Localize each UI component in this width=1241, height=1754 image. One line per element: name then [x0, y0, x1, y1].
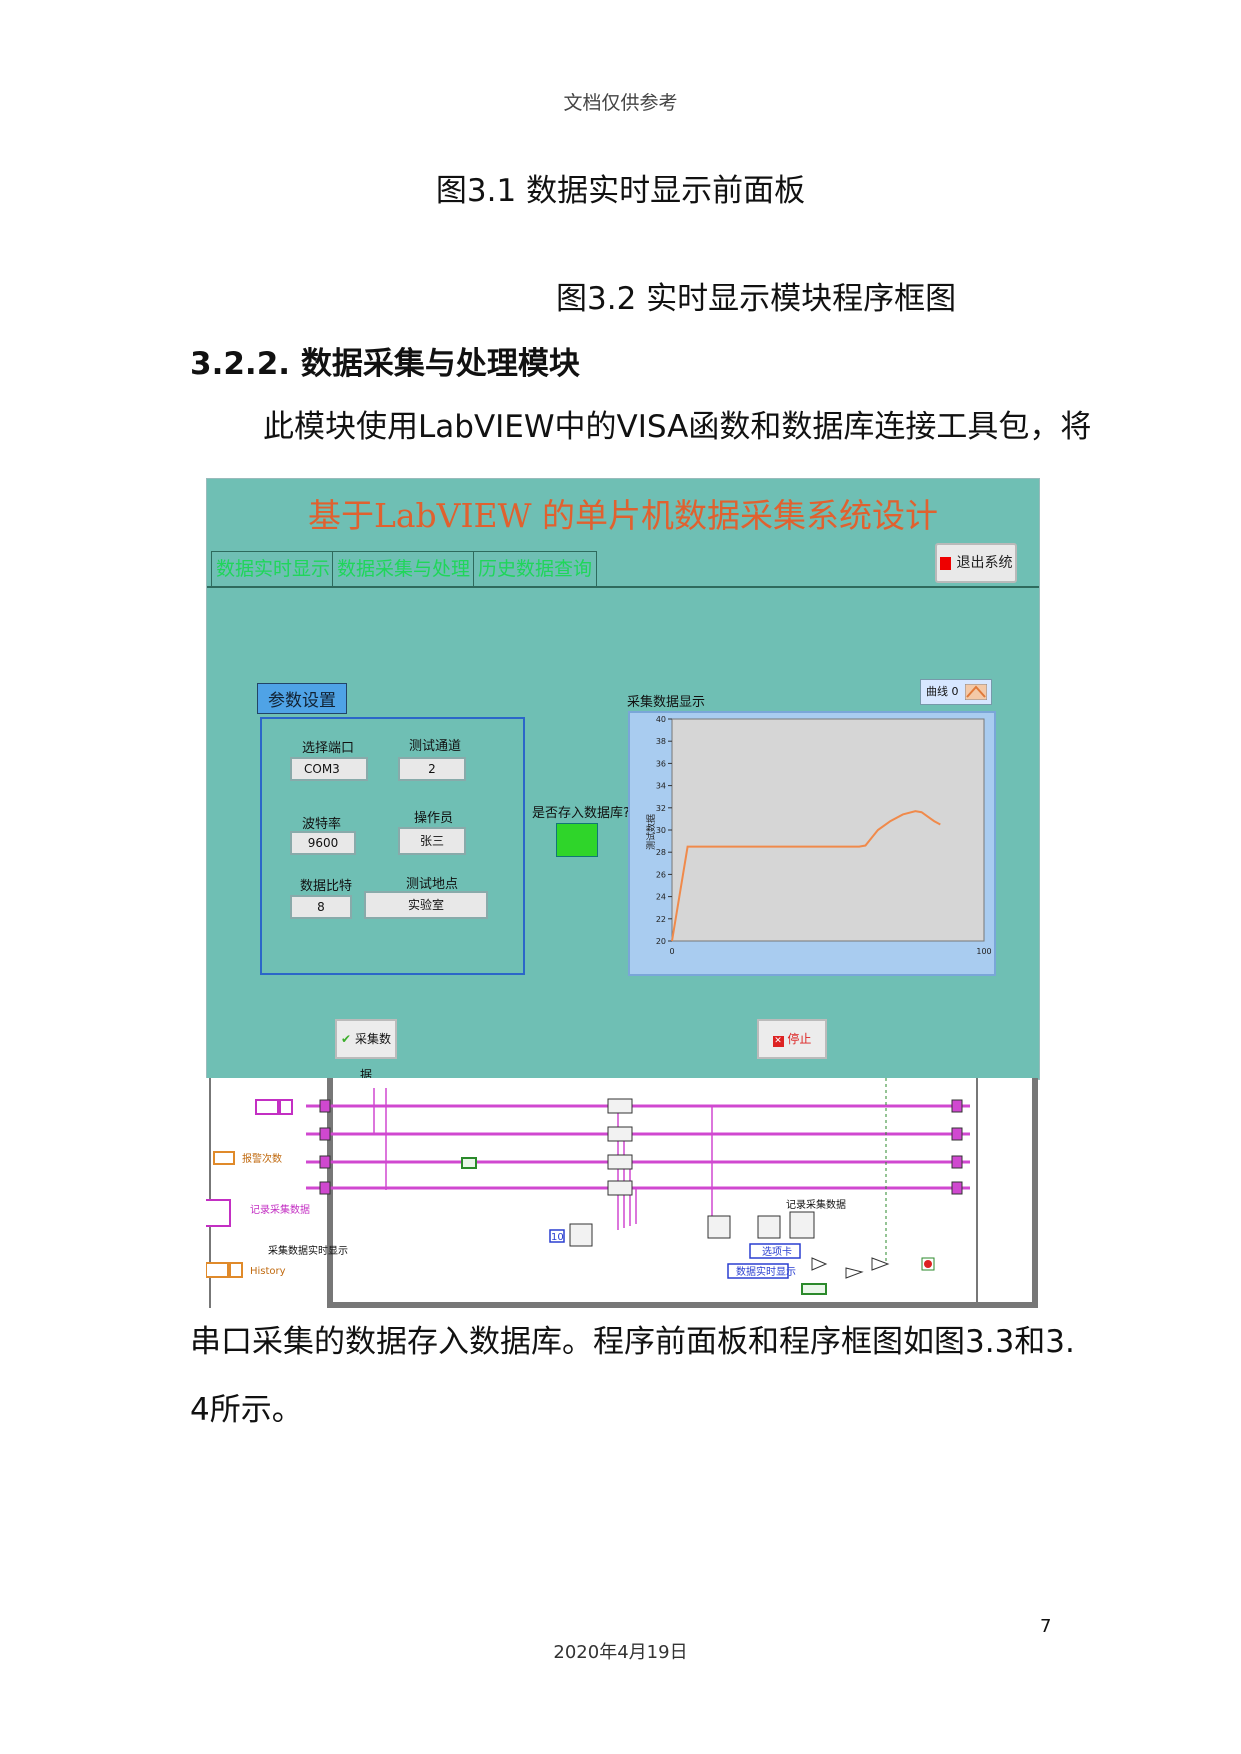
x-tick-label: 0 [669, 947, 674, 956]
y-tick-label: 20 [656, 937, 666, 946]
y-tick-label: 26 [656, 870, 666, 879]
y-tick-label: 32 [656, 804, 666, 813]
curve-icon [964, 683, 988, 701]
section-heading: 3.2.2. 数据采集与处理模块 [190, 346, 580, 382]
baud-field[interactable]: 9600 [290, 831, 356, 855]
tab-acquisition[interactable]: 数据采集与处理 [332, 551, 476, 586]
figure-caption-3-1: 图3.1 数据实时显示前面板 [435, 173, 806, 209]
check-icon: ✔ [341, 1032, 352, 1046]
plot-area [671, 718, 985, 942]
baud-label: 波特率 [302, 817, 342, 832]
panel-title: 基于LabVIEW 的单片机数据采集系统设计 [307, 496, 939, 535]
y-tick-label: 40 [656, 715, 666, 724]
stop-button-label: 停止 [787, 1032, 812, 1046]
series-line [671, 810, 941, 942]
page-number: 7 [1040, 1616, 1052, 1637]
tab-history[interactable]: 历史数据查询 [473, 551, 598, 586]
history-label: History [250, 1266, 286, 1277]
exit-button[interactable]: 退出系统 [935, 543, 1017, 583]
port-select[interactable]: COM3 [290, 757, 368, 781]
params-box: 选择端口 COM3 测试通道 2 波特率 9600 操作员 张三 数据比特 8 … [260, 717, 525, 975]
channel-label: 测试通道 [409, 739, 462, 754]
stop-button[interactable]: ✕ 停止 [757, 1019, 827, 1059]
paragraph-line-1: 此模块使用LabVIEW中的VISA函数和数据库连接工具包，将 [263, 409, 1092, 445]
record-data-label-2: 记录采集数据 [786, 1198, 846, 1211]
paragraph-line-3: 4所示。 [190, 1392, 303, 1428]
labview-front-panel: 基于LabVIEW 的单片机数据采集系统设计 数据实时显示 数据采集与处理 历史… [206, 478, 1040, 1082]
page-header: 文档仅供参考 [563, 92, 678, 114]
graph-frame: 20 22 24 26 28 30 32 34 36 38 40 0 100 测试数据 [628, 711, 996, 976]
record-data-label: 记录采集数据 [250, 1203, 310, 1216]
y-tick-label: 34 [656, 782, 666, 791]
curve-legend-label: 曲线 0 [926, 685, 959, 698]
paragraph-line-2: 串口采集的数据存入数据库。程序前面板和程序框图如图3.3和3. [190, 1324, 1075, 1360]
collect-button-label: 采集数据 [354, 1032, 391, 1082]
y-tick-label: 38 [656, 737, 666, 746]
channel-field[interactable]: 2 [398, 757, 466, 781]
collect-button[interactable]: ✔ 采集数据 [335, 1019, 397, 1082]
y-tick-label: 30 [656, 826, 666, 835]
tab-realtime[interactable]: 数据实时显示 [211, 551, 336, 586]
waveform-chart: 20 22 24 26 28 30 32 34 36 38 40 0 100 测试数据 [645, 715, 992, 956]
y-tick-label: 24 [656, 893, 666, 902]
exit-button-label: 退出系统 [956, 555, 1013, 571]
graph-title: 采集数据显示 [627, 695, 706, 710]
block-diagram: 报警次数 记录采集数据 采集数据实时显示 History 记录采集数据 选项卡 … [206, 1078, 1038, 1308]
store-db-led[interactable] [556, 823, 598, 857]
footer-date: 2020年4月19日 [553, 1642, 688, 1663]
store-db-label: 是否存入数据库? [532, 806, 630, 821]
location-field[interactable]: 实验室 [364, 891, 488, 919]
tab-divider [207, 586, 1039, 588]
y-tick-label: 28 [656, 848, 666, 857]
block-diagram-svg: 报警次数 记录采集数据 采集数据实时显示 History 记录采集数据 选项卡 … [206, 1078, 1038, 1308]
params-title: 参数设置 [257, 683, 347, 714]
y-tick-label: 22 [656, 915, 666, 924]
realtime-display-label: 采集数据实时显示 [268, 1244, 348, 1257]
port-label: 选择端口 [302, 741, 355, 756]
display-label: 数据实时显示 [736, 1265, 796, 1278]
location-label: 测试地点 [406, 877, 459, 892]
operator-label: 操作员 [414, 811, 454, 826]
x-tick-label: 100 [976, 947, 991, 956]
tab-control-label: 选项卡 [762, 1245, 792, 1258]
stop-square-icon [939, 556, 951, 570]
databits-label: 数据比特 [300, 879, 353, 894]
curve-legend[interactable]: 曲线 0 [920, 679, 992, 705]
figure-caption-3-2: 图3.2 实时显示模块程序框图 [556, 281, 957, 317]
const-10-label: 10 [551, 1232, 564, 1243]
alarm-count-label: 报警次数 [242, 1152, 282, 1165]
databits-field[interactable]: 8 [290, 895, 352, 919]
y-axis-label: 测试数据 [645, 814, 657, 850]
stop-x-icon: ✕ [772, 1036, 784, 1047]
y-tick-label: 36 [656, 759, 666, 768]
operator-field[interactable]: 张三 [398, 827, 466, 855]
